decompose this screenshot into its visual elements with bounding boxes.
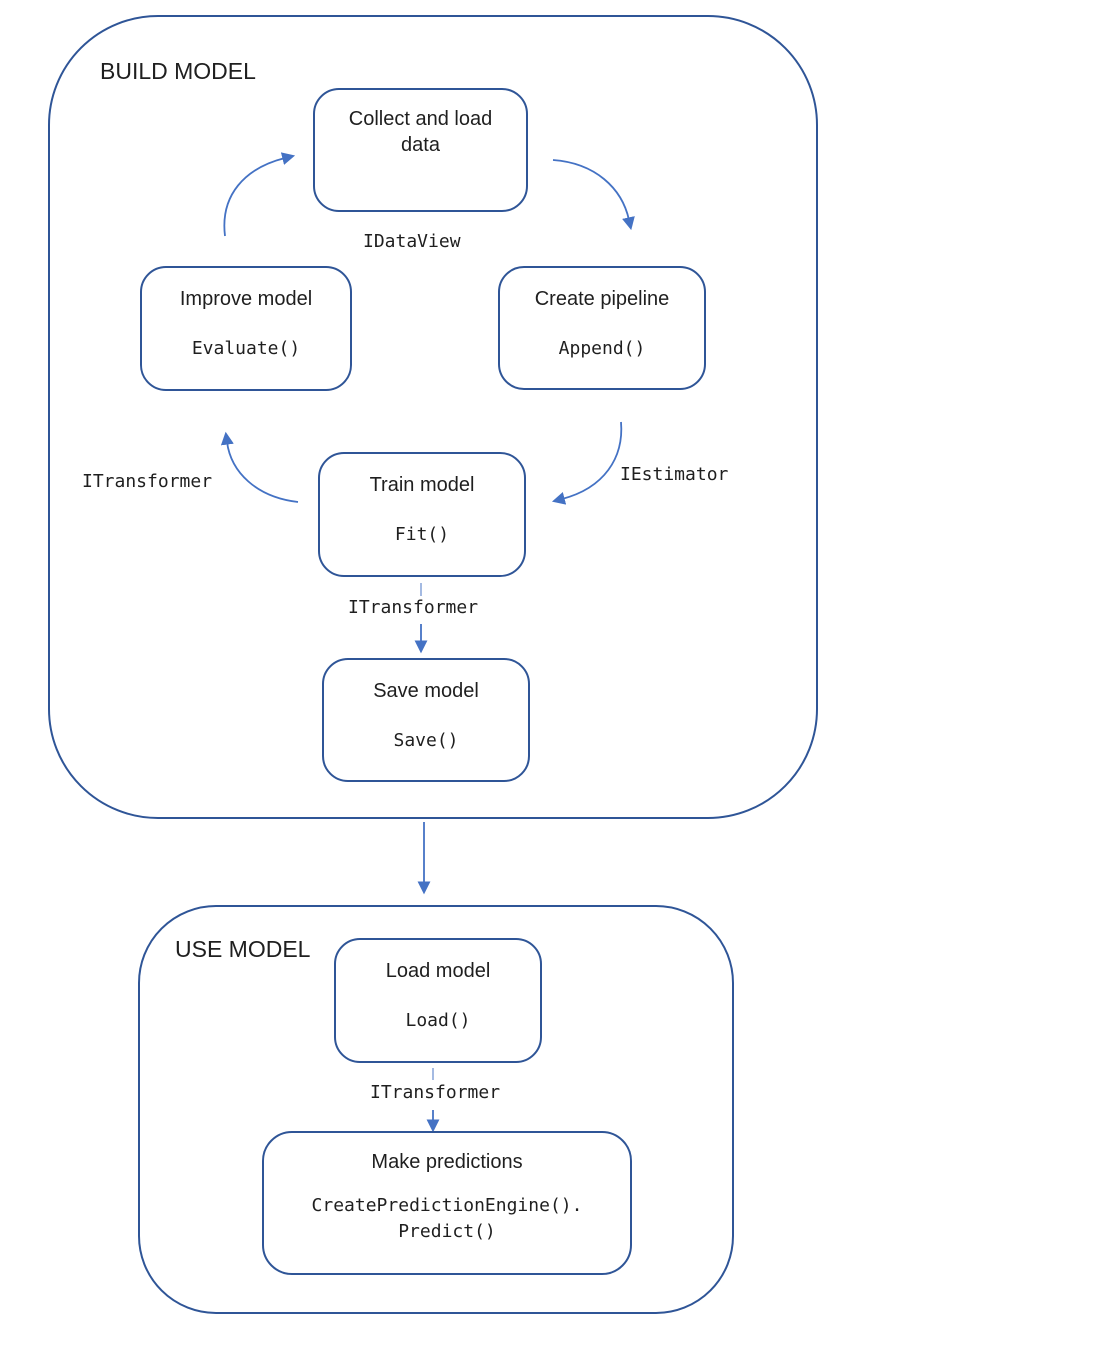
itransformer-mid-label: ITransformer xyxy=(348,597,479,618)
itransformer-use-label: ITransformer xyxy=(370,1082,501,1103)
idataview-label: IDataView xyxy=(363,231,461,252)
save-model-node: Save model Save() xyxy=(322,658,530,782)
iestimator-label: IEstimator xyxy=(620,464,729,485)
improve-model-node: Improve model Evaluate() xyxy=(140,266,352,391)
node-code: Load() xyxy=(405,1010,471,1031)
make-predictions-node: Make predictions CreatePredictionEngine(… xyxy=(262,1131,632,1275)
build-model-label: BUILD MODEL xyxy=(100,58,256,84)
node-code: Append() xyxy=(558,338,646,359)
use-model-label: USE MODEL xyxy=(175,936,311,962)
node-title: Load model xyxy=(385,960,491,982)
node-code: Fit() xyxy=(394,524,450,545)
node-title: Collect and load data xyxy=(348,108,493,156)
node-code: CreatePredictionEngine(). Predict() xyxy=(312,1193,583,1245)
node-title: Save model xyxy=(373,680,479,702)
build-model-section xyxy=(48,15,818,819)
train-model-node: Train model Fit() xyxy=(318,452,526,577)
create-pipeline-node: Create pipeline Append() xyxy=(498,266,706,390)
collect-and-load-data-node: Collect and load data xyxy=(313,88,528,212)
code-line-2: Predict() xyxy=(398,1221,496,1243)
use-model-section xyxy=(138,905,734,1314)
itransformer-left-label: ITransformer xyxy=(82,471,213,492)
node-code: Save() xyxy=(393,730,459,751)
node-title: Improve model xyxy=(179,288,313,310)
node-title: Create pipeline xyxy=(534,288,670,310)
node-title: Train model xyxy=(369,474,475,496)
code-line-1: CreatePredictionEngine(). xyxy=(311,1195,583,1216)
node-code: Evaluate() xyxy=(191,338,301,359)
node-title: Make predictions xyxy=(371,1151,523,1173)
load-model-node: Load model Load() xyxy=(334,938,542,1063)
